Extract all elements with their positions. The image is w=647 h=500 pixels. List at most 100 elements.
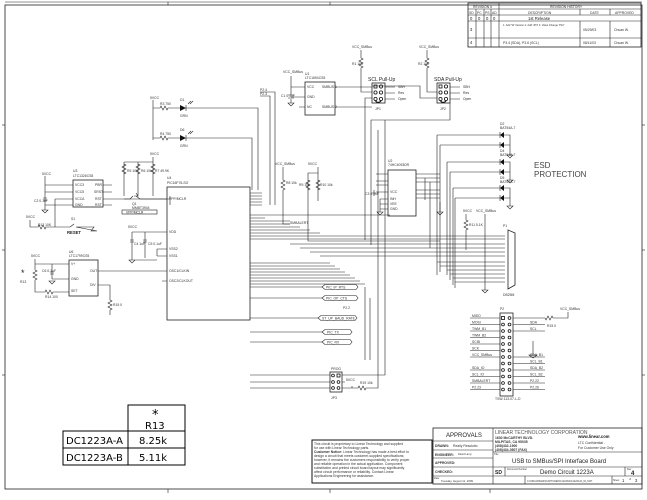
customer-notice-label: Customer Notice: [314,450,342,454]
r8-label: R8 10k [286,181,297,185]
net-pic-tx: PIC_TX [327,331,340,335]
revision-number-header: REVISION # [473,5,492,9]
u6-oscillator: U6 LTC1799CS5 V+ GND SET OUT DIV 5VCC C6… [20,250,167,315]
of-label: of [629,478,631,481]
u1-pin-smbus2: SMBUS 2 [322,105,337,109]
pin [378,84,383,89]
p2-pin-left [501,387,505,392]
u3-pin-pbr: PBR [95,183,103,187]
p2-right-net-label: SCL_B1 [530,360,543,364]
symbol-outline [499,312,514,397]
p1-db25-connector: 5VCC VCC_SMBus R11 5.1K P1 DB25M [290,209,516,297]
wire [321,284,359,290]
u4-part: PIC16F76-SO [167,181,189,185]
net-st-up-baud-rate: ST_UP_BAUD_RATE [322,317,356,321]
approvals-heading: APPROVALS [446,433,482,439]
p2-pin-right [507,361,512,366]
disclaimer-line-3: Customer Notice: Linear Technology has m… [314,450,409,454]
symbol-outline [387,169,417,217]
wire [499,132,514,210]
u4-ref: U4 [167,176,171,180]
esd-protection-label: PROTECTION [534,170,587,179]
jp3-prog-header: PROG 5VCC R19 10k JP3 [250,120,386,400]
rev-row-1-desc: 1st Release [528,16,551,21]
wire [416,173,444,248]
c5-label: C5 0.1uF [148,242,162,246]
u4-pin-vpp: VPP/MCLR [169,197,187,201]
p1-vcc-smbus-label: VCC_SMBus [476,209,496,213]
wire [372,173,388,216]
p2-pin-right [507,322,512,327]
fax: (408)434-0507 (FAX) [495,448,527,452]
scl-pull-up-jumper: VCC_SMBus R1 10k SCL Pull-Up SBH Res Ope… [352,45,406,240]
u2-pin-vee: VEE [390,202,398,206]
p2-left-net-label: TWM_B1 [472,327,486,331]
u3-part: LTC1326CS8 [73,174,93,178]
r11-label: R11 5.1K [469,223,484,227]
r10-vcc-label: 5VCC [308,162,318,166]
u3-pin-rst2: RST [95,203,102,207]
symbol-outline [72,179,104,208]
u1-pin-gnd: GND [307,95,315,99]
u1-pin-smbus1: SMBUS 1 [322,85,337,89]
symbol-outline [166,186,251,321]
p2-pin-left [501,329,505,333]
p2-vcc-smbus-label: VCC_SMBus [560,307,580,311]
r13-asterisk: * [21,268,25,278]
u2-ref: U2 [388,159,392,163]
disclaimer-line-5: however, it remains the customers respon… [314,458,410,462]
symbol-outline [373,84,378,89]
wire [128,231,167,282]
p2-pin-left [501,342,505,346]
c4-label: C4 1uF [134,242,145,246]
wire [187,100,194,135]
wire [250,214,390,240]
approved-label: APPROVED: [435,461,455,465]
p2-pin-right [507,355,512,359]
p2-pin-right [507,387,512,392]
disclaimer-line-6: and reliable operation in the actual app… [314,462,402,466]
p2-pin-right [507,329,512,333]
u4-pin-osc1: OSC1/CLKIN [169,269,190,273]
pin [373,90,378,95]
led-5vcc-label: 5VCC [150,96,160,100]
wire [385,86,395,100]
disclaimer-line-1: This circuit is proprietary to Linear Te… [314,442,403,446]
p2-left-net-label: SCIB [472,340,481,344]
d2-ref: D2 [500,122,504,126]
d2-part: BAT54A-7 [500,126,516,130]
esd-label: ESD [534,161,551,170]
u4-pin-vdd: VDD [169,230,177,234]
drawn-label: DRAWN: [435,444,449,448]
jp2-title: SDA Pull-Up [434,77,462,83]
option-table-symbol: * [152,408,159,423]
size-value: SD [495,470,502,476]
p2-pin-right [507,316,512,320]
sda-pull-up-jumper: VCC_SMBus R2 10k SDA Pull-Up SBH Res Ope… [370,45,471,245]
jp1-opt-sbh: SBH [398,85,406,89]
net-pic-op-cts: PIC_OP_CTS [326,297,348,301]
wire [364,97,372,240]
q1-5vcc-label: 5VCC [150,152,160,156]
pin [438,90,443,95]
status-leds: 5VCC R3 750 R4 750 D1 GRN D6 GRN [150,96,259,190]
jp1-title: SCL Pull-Up [368,77,396,83]
p2-left-net-label: SMBALERT [472,379,490,383]
wire [370,85,451,245]
r14-label: R14 100 [45,295,58,299]
wire [32,259,167,315]
rev-row-3-sd: 4 [470,40,473,45]
r2-vcc-label: VCC_SMBus [419,45,439,49]
u4-microcontroller: U4 PIC16F76-SO VPP/MCLR VDD VSS2 VSS1 OS… [128,176,390,321]
rev-row-2-desc: 1. Add 'W' Version 2. Add 'JP3' 3. Value… [503,23,565,27]
rev-row-3-approved: Chuan W. [614,41,629,45]
doc-number: Demo Circuit 1223A [540,470,594,476]
u2-pin-vcc: VCC [390,190,398,194]
symbol-outline [68,259,99,297]
p1-ref: P1 [503,224,507,228]
drawn-value: Really Resolutio [453,444,478,448]
u6-pin-set: SET [71,289,78,293]
wire [250,192,262,206]
jp3-5vcc-label: 5VCC [346,378,356,382]
